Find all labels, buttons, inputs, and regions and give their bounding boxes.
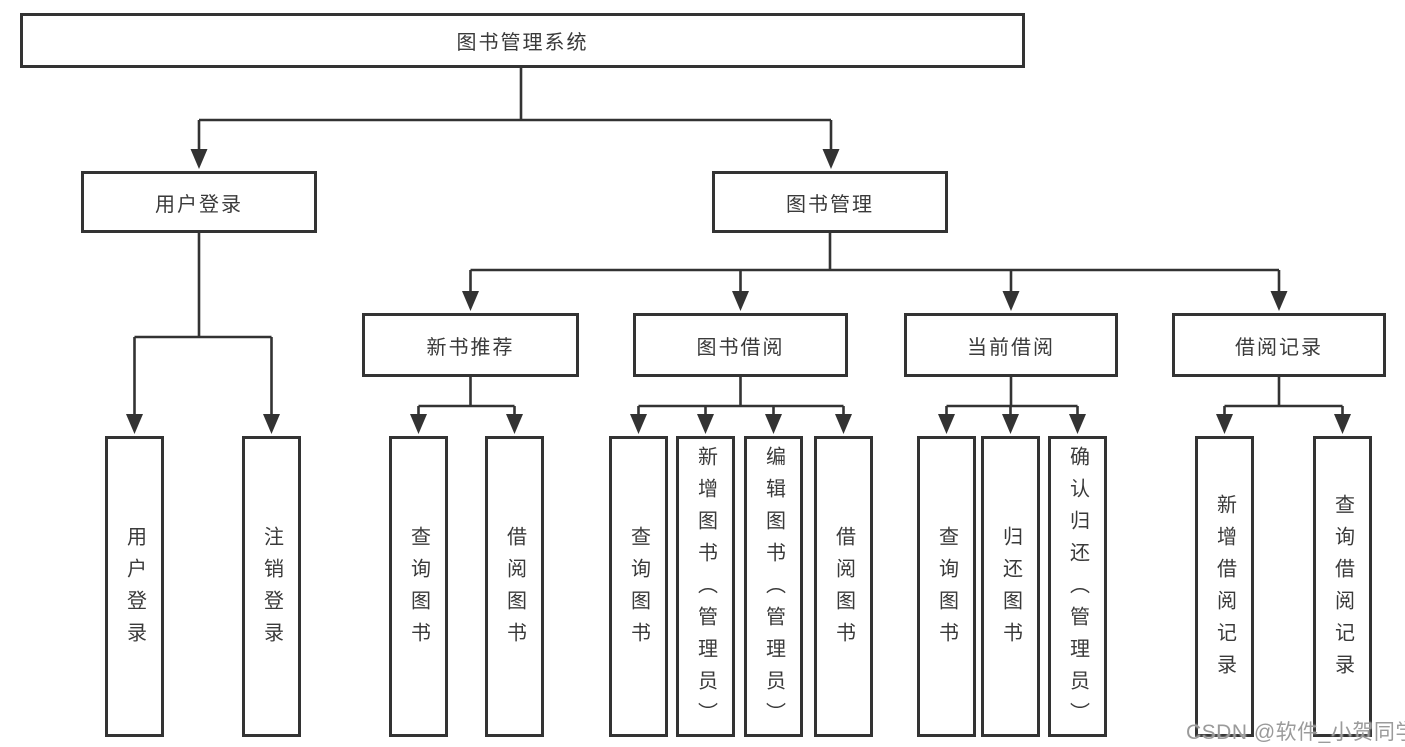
arrow-down-icon — [765, 414, 782, 434]
arrow-down-icon — [1069, 414, 1086, 434]
arrowheads — [126, 149, 1351, 434]
node-user-login: 用户登录 — [81, 171, 317, 233]
leaf-borrow-books: 借阅图书 — [485, 436, 544, 737]
leaf-add-borrow-record: 新增借阅记录 — [1195, 436, 1254, 737]
arrow-down-icon — [462, 291, 479, 311]
arrow-down-icon — [822, 149, 840, 169]
leaf-add-books-admin: 新增图书（管理员） — [676, 436, 735, 737]
arrow-down-icon — [190, 149, 208, 169]
arrow-down-icon — [630, 414, 647, 434]
node-library-management-system: 图书管理系统 — [20, 13, 1025, 68]
node-book-management: 图书管理 — [712, 171, 948, 233]
node-new-book-recommendation: 新书推荐 — [362, 313, 579, 377]
leaf-user-login: 用户登录 — [105, 436, 164, 737]
leaf-logout: 注销登录 — [242, 436, 301, 737]
connector-edges — [133, 68, 1344, 415]
arrow-down-icon — [697, 414, 714, 434]
leaf-query-borrow-record: 查询借阅记录 — [1313, 436, 1372, 737]
arrow-down-icon — [1002, 291, 1020, 311]
leaf-confirm-return-admin: 确认归还（管理员） — [1048, 436, 1107, 737]
arrow-down-icon — [938, 414, 955, 434]
leaf-query-books: 查询图书 — [389, 436, 448, 737]
node-book-borrowing: 图书借阅 — [633, 313, 848, 377]
leaf-query-books: 查询图书 — [917, 436, 976, 737]
leaf-return-books: 归还图书 — [981, 436, 1040, 737]
node-current-borrowing: 当前借阅 — [904, 313, 1118, 377]
leaf-query-books: 查询图书 — [609, 436, 668, 737]
arrow-down-icon — [1334, 414, 1351, 434]
node-borrowing-records: 借阅记录 — [1172, 313, 1386, 377]
arrow-down-icon — [263, 414, 280, 434]
arrow-down-icon — [835, 414, 852, 434]
arrow-down-icon — [410, 414, 427, 434]
arrow-down-icon — [1216, 414, 1233, 434]
watermark: CSDN @软件_小贺同学 — [1186, 721, 1405, 744]
leaf-edit-books-admin: 编辑图书（管理员） — [744, 436, 803, 737]
arrow-down-icon — [506, 414, 523, 434]
arrow-down-icon — [1270, 291, 1288, 311]
arrow-down-icon — [126, 414, 143, 434]
arrow-down-icon — [1002, 414, 1019, 434]
arrow-down-icon — [732, 291, 749, 311]
leaf-borrow-books: 借阅图书 — [814, 436, 873, 737]
